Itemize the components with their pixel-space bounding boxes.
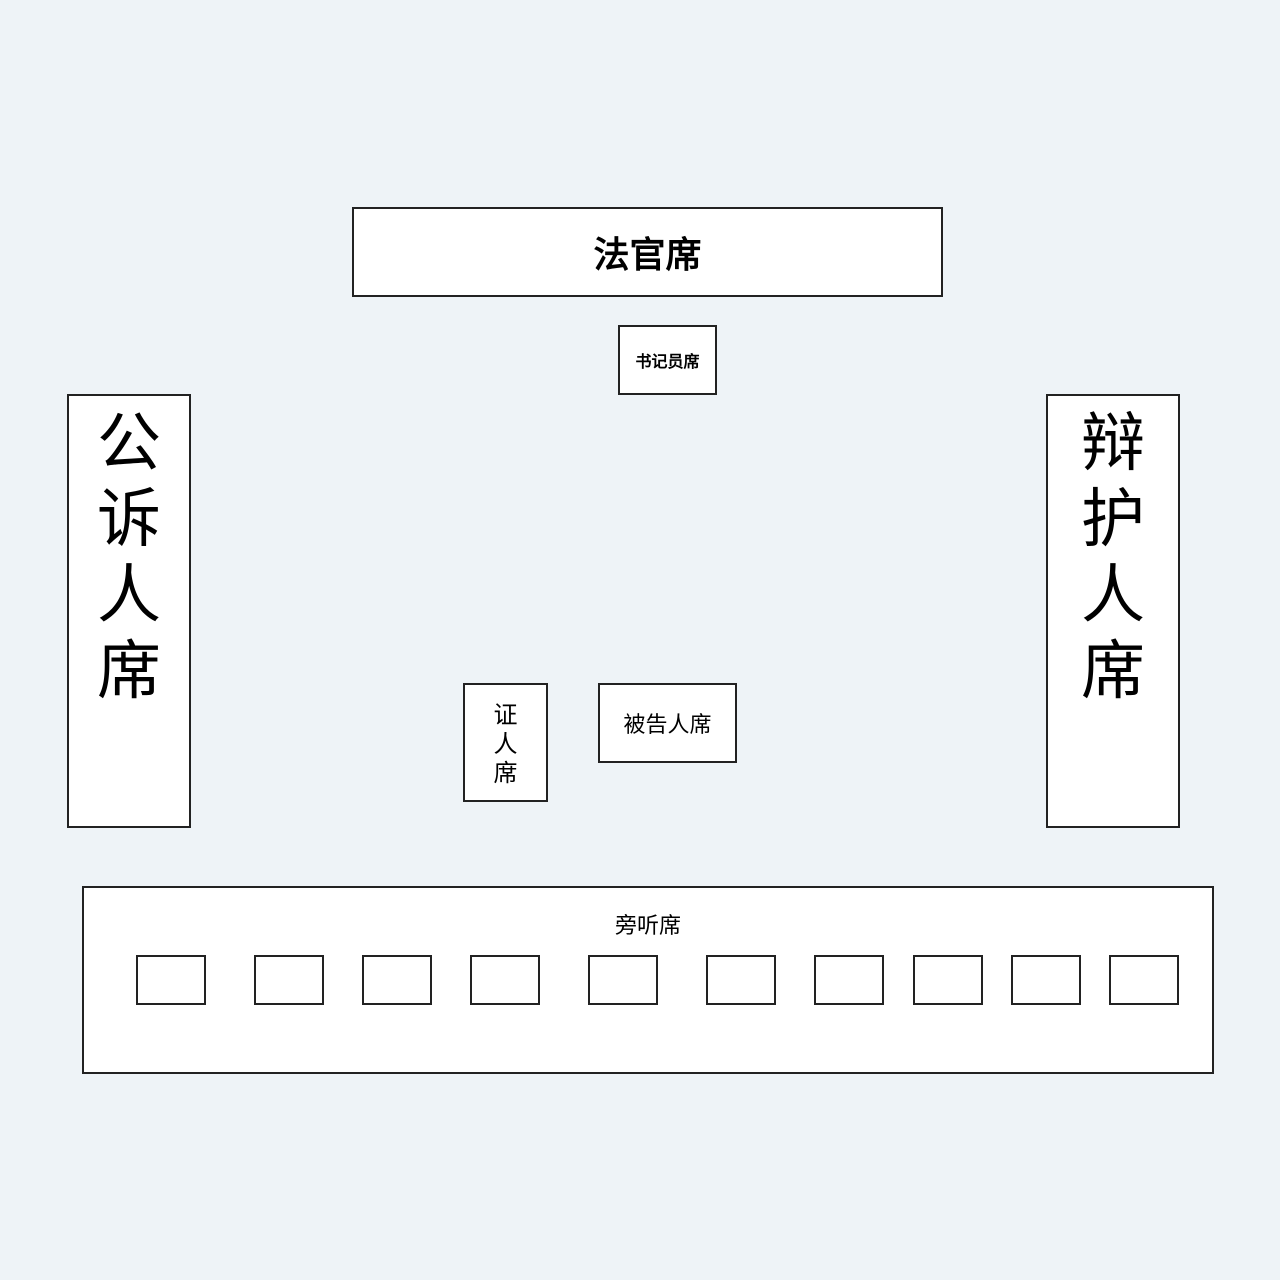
judge-bench: 法官席 [352, 207, 943, 297]
gallery-seat [254, 955, 324, 1005]
witness-char: 证 [493, 701, 518, 729]
prosecutor-char: 人 [97, 559, 161, 633]
gallery: 旁听席 [82, 886, 1214, 1074]
prosecutor-char: 席 [97, 635, 161, 709]
judge-bench-label: 法官席 [593, 235, 702, 276]
defendant-seat-label: 被告人席 [623, 713, 712, 738]
gallery-seat [588, 955, 658, 1005]
gallery-seat [913, 955, 983, 1005]
gallery-seat [1109, 955, 1179, 1005]
gallery-label: 旁听席 [614, 914, 681, 939]
gallery-seat [1011, 955, 1081, 1005]
defense-char: 护 [1081, 483, 1145, 557]
clerk-seat-label: 书记员席 [635, 352, 700, 371]
defense-char: 席 [1081, 635, 1145, 709]
witness-char: 席 [493, 759, 518, 787]
prosecutor-char: 诉 [97, 483, 161, 557]
defense-seat: 辩 护 人 席 [1046, 394, 1180, 828]
gallery-seat [814, 955, 884, 1005]
witness-seat: 证 人 席 [463, 683, 548, 802]
defense-char: 人 [1081, 559, 1145, 633]
defendant-seat: 被告人席 [598, 683, 737, 763]
clerk-seat: 书记员席 [618, 325, 717, 395]
gallery-seat [362, 955, 432, 1005]
gallery-seat [470, 955, 540, 1005]
witness-char: 人 [493, 730, 518, 758]
defense-char: 辩 [1081, 407, 1145, 481]
prosecutor-seat: 公 诉 人 席 [67, 394, 191, 828]
prosecutor-char: 公 [97, 407, 161, 481]
gallery-seat [706, 955, 776, 1005]
gallery-seat [136, 955, 206, 1005]
